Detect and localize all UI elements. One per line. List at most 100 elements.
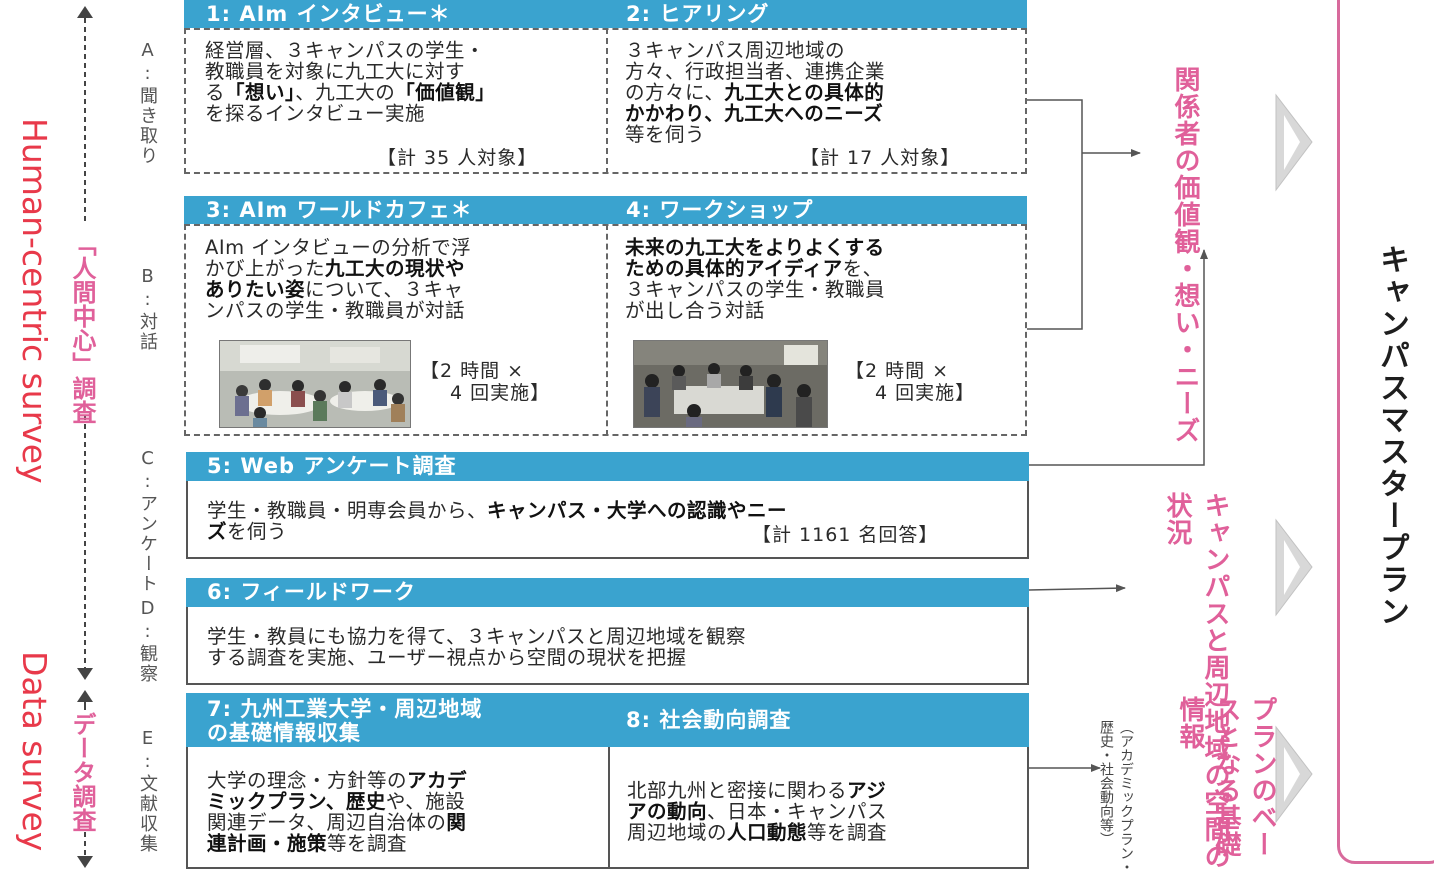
bracket-rows-a-b [1027, 99, 1083, 330]
item-1-line-3d: 「価値観」 [395, 81, 496, 104]
item-6-body: 学生・教員にも協力を得て、３キャンパスと周辺地域を観察 する調査を実施、ユーザー… [207, 626, 1007, 668]
row-b-header [184, 196, 1027, 224]
item-3-line-3a: ありたい姿 [205, 278, 306, 301]
item-5-box [186, 481, 1029, 559]
item-2-title: 2: ヒアリング [626, 2, 770, 26]
item-3-count-1: 【2 時間 × [420, 360, 525, 382]
result-2-col-2: 地域の空間の状況 [1162, 492, 1230, 870]
item-7-line-1a: 大学の理念・方針等の [207, 769, 408, 792]
item-3-line-1: AIm インタビューの分析で浮 [205, 236, 472, 259]
item-1-title: 1: AIm インタビュー＊ [206, 2, 451, 26]
result-1-col-1: 関係者の価値観 [1170, 66, 1200, 255]
item-5-line-2b: を伺う [227, 520, 288, 543]
item-4-line-4: が出し合う対話 [625, 299, 766, 322]
result-2-label: キャンパスと周辺地域の空間の状況 [1158, 492, 1234, 875]
item-6-header [186, 578, 1029, 607]
item-2-line-3b: 九工大との具体的 [724, 81, 885, 104]
result-3-col-1: プランのベース [1211, 696, 1277, 858]
item-5-line-2: ズを伺う [207, 521, 1007, 542]
item-2-line-1: ３キャンパス周辺地域の [625, 39, 846, 62]
data-arrow-down [77, 856, 93, 868]
category-d-label: D:観察 [137, 598, 158, 684]
data-survey-label: Data survey [15, 651, 54, 852]
item-8-line-1a: 北部九州と密接に関わる [627, 779, 848, 802]
item-4-body: 未来の九工大をよりよくする ための具体的アイディアを、 ３キャンパスの学生・教職… [625, 237, 1020, 321]
chevron-1-inner [1284, 115, 1300, 170]
result-3-note-1: （アカデミックプラン [1118, 720, 1134, 860]
human-arrow-up [77, 6, 93, 18]
category-e-label: E:文献収集 [137, 728, 158, 854]
connector-lines [1027, 99, 1208, 772]
item-3-line-3b: について、３キャ [305, 278, 464, 301]
item-7-line-3: 関連データ、周辺自治体の関 [207, 812, 597, 833]
item-7-title-line-1: 7: 九州工業大学・周辺地域 [207, 697, 483, 721]
item-5-line-1a: 学生・教職員・明専会員から、 [207, 499, 488, 522]
item-8-line-1b: アジ [847, 779, 887, 802]
item-1-line-3b: 「想い」 [225, 81, 296, 104]
chevron-2-inner [1284, 540, 1300, 595]
item-6-title: 6: フィールドワーク [207, 580, 416, 604]
item-1-line-3a: る [205, 81, 226, 104]
world-cafe-photo [219, 340, 411, 428]
item-8-line-2a: アの動向 [627, 800, 708, 823]
row-a-divider [606, 28, 608, 174]
item-2-line-5: 等を伺う [625, 123, 706, 146]
item-2-count: 【計 17 人対象】 [800, 147, 961, 169]
item-7-line-4: 連計画・施策等を調査 [207, 833, 597, 854]
result-3-label: プランのベースとなる基礎情報 [1172, 696, 1280, 875]
item-5-body: 学生・教職員・明専会員から、キャンパス・大学への認識やニー ズを伺う [207, 500, 1007, 542]
item-3-line-4: ンパスの学生・教職員が対話 [205, 299, 466, 322]
category-c-label: C:アンケート [137, 448, 158, 594]
item-1-line-1: 経営層、３キャンパスの学生・ [205, 39, 486, 62]
item-8-line-3c: 等を調査 [807, 821, 888, 844]
item-2-line-2: 方々、行政担当者、連携企業 [625, 60, 886, 83]
item-3-title: 3: AIm ワールドカフェ＊ [206, 198, 473, 222]
item-7-line-2: ミックプラン、歴史や、施設 [207, 791, 597, 812]
category-a-label: A:聞き取り [137, 40, 158, 166]
item-4-line-3: ３キャンパスの学生・教職員 [625, 278, 886, 301]
arrow-web-survey-up [1029, 249, 1208, 466]
result-3-note-2: ・歴史・社会動向等） [1098, 720, 1134, 874]
axis-arrows [77, 6, 93, 868]
item-4-title: 4: ワークショップ [626, 198, 814, 222]
master-plan-box [1337, 0, 1434, 864]
item-4-line-2a: ための具体的アイディア [625, 257, 843, 280]
world-cafe-photo-art [220, 341, 410, 427]
data-arrow-up [77, 690, 93, 702]
item-6-line-2: する調査を実施、ユーザー視点から空間の現状を把握 [207, 646, 687, 669]
row-e-header [186, 693, 1029, 747]
item-2-line-3: の方々に、九工大との具体的 [625, 82, 1020, 103]
item-3-line-2: かび上がった九工大の現状や [205, 258, 595, 279]
item-1-count: 【計 35 人対象】 [377, 147, 538, 169]
item-3-line-2a: かび上がった [205, 257, 326, 280]
item-4-line-1b: 未来の九工大をよりよくする [625, 236, 885, 259]
row-a-box [184, 28, 1027, 174]
row-e-divider [608, 747, 610, 869]
item-1-line-3: る「想い」、九工大の「価値観」 [205, 82, 595, 103]
row-b-box [184, 224, 1027, 436]
item-5-header [186, 452, 1029, 481]
item-4-line-2: ための具体的アイディアを、 [625, 258, 1020, 279]
item-5-line-1b: キャンパス・大学への認識やニー [487, 499, 788, 522]
item-7-line-3a: 関連データ、周辺自治体の [207, 811, 447, 834]
item-8-line-3: 周辺地域の人口動態等を調査 [627, 822, 1022, 843]
result-2-col-1: キャンパスと周辺 [1200, 492, 1230, 708]
item-5-line-2a: ズ [207, 520, 228, 543]
item-8-line-1: 北部九州と密接に関わるアジ [627, 780, 1022, 801]
item-8-line-3a: 周辺地域の [627, 821, 728, 844]
row-a-header [184, 0, 1027, 28]
item-7-body: 大学の理念・方針等のアカデ ミックプラン、歴史や、施設 関連データ、周辺自治体の… [207, 770, 597, 854]
item-6-line-1: 学生・教員にも協力を得て、３キャンパスと周辺地域を観察 [207, 625, 747, 648]
item-7-line-1b: アカデ [407, 769, 468, 792]
item-6-box [186, 607, 1029, 685]
item-1-body: 経営層、３キャンパスの学生・ 教職員を対象に九工大に対す る「想い」、九工大の「… [205, 40, 595, 124]
item-7-title-line-2: の基礎情報収集 [207, 721, 361, 745]
item-2-body: ３キャンパス周辺地域の 方々、行政担当者、連携企業 の方々に、九工大との具体的 … [625, 40, 1020, 145]
human-centric-survey-label: Human-centric survey [15, 118, 54, 484]
item-4-line-1: 未来の九工大をよりよくする [625, 237, 1020, 258]
item-7-line-4a: 連計画・施策 [207, 832, 328, 855]
item-3-count-2: 4 回実施】 [450, 382, 551, 404]
result-1-label: 関係者の価値観・想い・ニーズ [1168, 66, 1202, 444]
master-plan-label: キャンパスマスタープラン [1374, 244, 1409, 628]
item-7-line-2a: ミックプラン、歴史 [207, 790, 386, 813]
